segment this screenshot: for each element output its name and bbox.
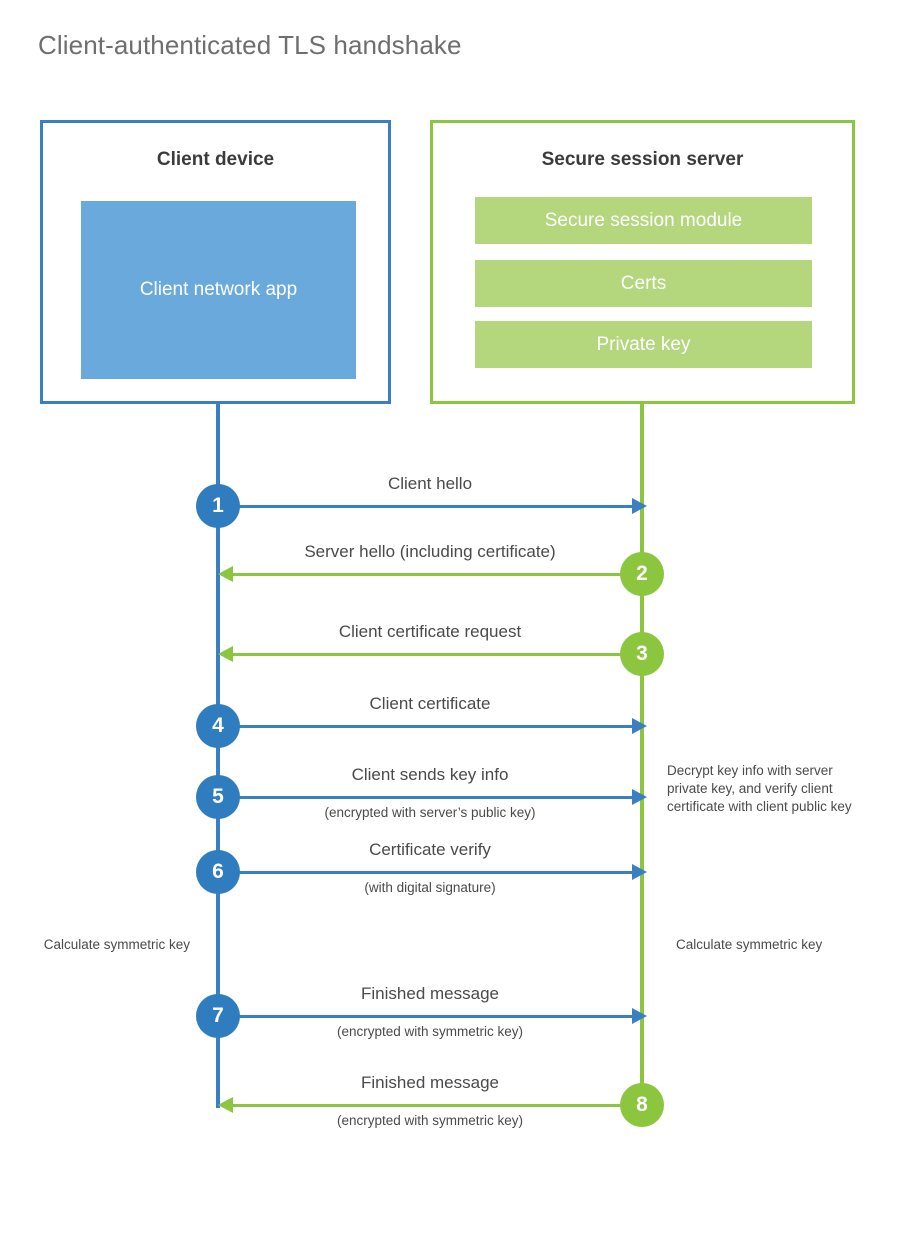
message-6-line [218,871,634,874]
step-badge-4[interactable]: 4 [196,704,240,748]
message-5-line [218,796,634,799]
message-5-label: Client sends key info [351,765,509,784]
step-badge-7[interactable]: 7 [196,994,240,1038]
step-badge-1[interactable]: 1 [196,484,240,528]
server-decrypt-annotation: Decrypt key info with server private key… [667,763,852,814]
secure-session-server-title: Secure session server [541,149,744,170]
step-badge-3[interactable]: 3 [620,632,664,676]
message-1-arrowhead-icon [632,498,647,514]
server-component-certs: Certs [475,260,812,307]
secure-session-server-box: Secure session server Secure session mod… [430,120,855,404]
client-device-box: Client device Client network app [40,120,391,404]
message-1-line [218,505,634,508]
message-4-line [218,725,634,728]
message-2-label: Server hello (including certificate) [304,542,556,561]
message-3-line [224,653,642,656]
server-component-secure-session-module: Secure session module [475,197,812,244]
message-8-line [224,1104,642,1107]
client-network-app-block: Client network app [81,201,356,379]
server-lifeline [640,404,644,1106]
message-6-label: Certificate verify [369,840,491,859]
message-5-arrowhead-icon [632,789,647,805]
message-6-arrowhead-icon [632,864,647,880]
message-8-label: Finished message [361,1073,499,1092]
message-2-line [224,573,642,576]
message-8-sublabel: (encrypted with symmetric key) [336,1113,524,1128]
step-badge-6[interactable]: 6 [196,850,240,894]
client-lifeline [216,404,220,1108]
message-2-arrowhead-icon [218,566,233,582]
message-5-sublabel: (encrypted with server’s public key) [324,805,536,820]
step-badge-5[interactable]: 5 [196,775,240,819]
step-badge-8[interactable]: 8 [620,1083,664,1127]
message-6-sublabel: (with digital signature) [364,880,496,895]
message-7-line [218,1015,634,1018]
message-4-label: Client certificate [369,694,491,713]
message-7-label: Finished message [361,984,499,1003]
message-4-arrowhead-icon [632,718,647,734]
client-device-title: Client device [156,149,275,170]
page-title: Client-authenticated TLS handshake [38,30,462,60]
message-1-label: Client hello [387,474,473,493]
message-7-sublabel: (encrypted with symmetric key) [336,1024,524,1039]
client-calculate-symmetric-key-annotation: Calculate symmetric key [43,937,190,952]
message-3-label: Client certificate request [338,622,522,641]
message-7-arrowhead-icon [632,1008,647,1024]
server-calculate-symmetric-key-annotation: Calculate symmetric key [676,937,823,952]
message-8-arrowhead-icon [218,1097,233,1113]
server-component-private-key: Private key [475,321,812,368]
message-3-arrowhead-icon [218,646,233,662]
step-badge-2[interactable]: 2 [620,552,664,596]
